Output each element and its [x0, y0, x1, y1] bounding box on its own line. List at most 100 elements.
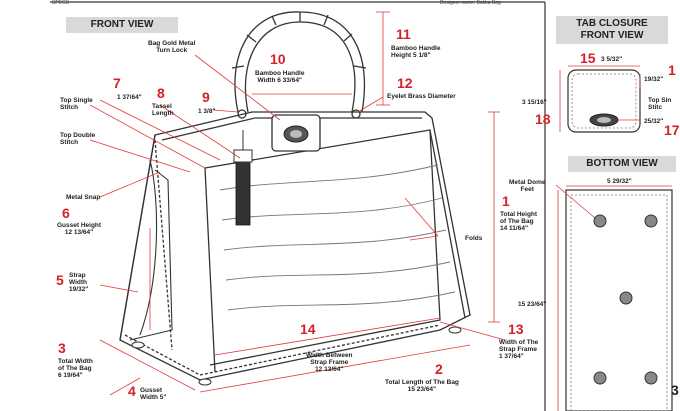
header-right-text: Designer name: Bakka Bag — [440, 0, 501, 6]
bag-gold-line2: Turn Lock — [156, 47, 188, 54]
callout-11-label: Bamboo Handle Height 5 1/8" — [391, 45, 440, 59]
callout-1-line3: 14 11/64" — [500, 225, 529, 232]
callout-14-label: Width Between Strap Frame 12 13/64" — [306, 352, 353, 373]
callout-3-number: 3 — [58, 340, 66, 356]
callout-18-value: 3 15/16" — [522, 99, 547, 106]
callout-5-line3: 19/32" — [69, 286, 89, 293]
callout-8-number: 8 — [157, 85, 165, 101]
bottom-width-value: 5 29/32" — [607, 178, 632, 185]
top-single-line1: Top Single — [60, 97, 93, 104]
callout-3-line1: Total Width — [58, 358, 93, 365]
callout-3-line3: 6 19/64" — [58, 372, 83, 379]
callout-18-number: 18 — [535, 111, 551, 127]
callout-10-line1: Bamboo Handle — [255, 70, 305, 77]
tassel — [233, 130, 253, 226]
metal-dome-line2: Feet — [520, 186, 534, 193]
bottom-view-drawing — [555, 184, 673, 411]
callout-11-line1: Bamboo Handle — [391, 45, 441, 52]
callout-6-line1: Gusset Height — [57, 222, 102, 229]
callout-4-line2: Width 5" — [140, 394, 167, 401]
callout-10-number: 10 — [270, 51, 286, 67]
callout-11-number: 11 — [396, 26, 411, 42]
folds-note: Folds — [465, 235, 483, 242]
callout-13-line3: 1 37/64" — [499, 353, 524, 360]
bag-gold-line1: Bag Gold Metal — [148, 40, 196, 47]
metal-dome-line1: Metal Dome — [509, 179, 546, 186]
callout-2-number: 2 — [435, 361, 443, 377]
front-view-header: FRONT VIEW — [66, 17, 178, 33]
callout-14-line3: 12 13/64" — [315, 366, 344, 373]
bottom-height-value: 15 23/64" — [518, 301, 547, 308]
callout-8-label: Tassel Length — [152, 103, 174, 117]
tab-side-line2: Stitc — [648, 104, 663, 111]
callout-12-number: 12 — [397, 75, 413, 91]
top-single-stitch-note: Top Single Stitch — [60, 97, 93, 111]
callout-15-number: 15 — [580, 50, 596, 66]
callout-10-line2: Width 6 33/64" — [257, 77, 303, 84]
callout-8-line1: Tassel — [152, 103, 172, 110]
front-feet — [131, 326, 462, 386]
tab-closure-header: TAB CLOSURE FRONT VIEW — [556, 16, 668, 44]
callout-13-line1: Width of The — [499, 339, 539, 346]
callout-14-line2: Strap Frame — [310, 359, 349, 366]
callout-5-label: Strap Width 19/32" — [69, 272, 88, 293]
callout-13-label: Width of The Strap Frame 1 37/64" — [499, 339, 538, 360]
callout-1-label: Total Height of The Bag 14 11/64" — [500, 211, 537, 232]
callout-8-line2: Length — [152, 110, 174, 117]
callout-6-label: Gusset Height 12 13/64" — [57, 222, 101, 236]
tab-side-stitch-note: Top Sin Stitc — [648, 97, 671, 111]
callout-16-number: 1 — [668, 62, 676, 78]
top-double-line2: Stitch — [60, 139, 79, 146]
page-number: 3 — [671, 382, 679, 398]
callout-5-line2: Width — [69, 279, 87, 286]
tab-closure-drawing — [559, 65, 641, 133]
callout-5-number: 5 — [56, 272, 64, 288]
callout-16-value: 19/32" — [644, 76, 664, 83]
tab-closure-header-line1: TAB CLOSURE — [576, 18, 648, 29]
callout-17-number: 17 — [664, 122, 680, 138]
callout-14-number: 14 — [300, 321, 316, 337]
callout-15-value: 3 5/32" — [601, 56, 623, 63]
callout-17-value: 25/32" — [644, 118, 664, 125]
callout-7-number: 7 — [113, 75, 121, 91]
dimension-lines — [89, 11, 506, 396]
tab-closure-header-line2: FRONT VIEW — [580, 30, 644, 41]
bag-folds — [219, 164, 456, 311]
bottom-view-header: BOTTOM VIEW — [568, 156, 676, 172]
callout-11-line2: Height 5 1/8" — [391, 52, 431, 59]
callout-2-line1: Total Length of The Bag — [385, 379, 459, 386]
callout-4-label: Gusset Width 5" — [140, 387, 167, 401]
callout-6-number: 6 — [62, 205, 70, 221]
callout-5-line1: Strap — [69, 272, 86, 279]
callout-2-line2: 15 23/64" — [407, 386, 437, 393]
gusset-side — [129, 159, 173, 341]
callout-1-line2: of The Bag — [500, 218, 534, 225]
callout-12-label: Eyelet Brass Diameter — [387, 93, 456, 100]
callout-6-line2: 12 13/64" — [64, 229, 94, 236]
callout-3-line2: of The Bag — [58, 365, 92, 372]
metal-snap-note: Metal Snap — [66, 194, 101, 201]
callout-4-number: 4 — [128, 383, 136, 399]
turn-lock-tab — [271, 114, 321, 152]
top-double-line1: Top Double — [60, 132, 96, 139]
bag-body — [119, 111, 471, 381]
callout-13-number: 13 — [508, 321, 524, 337]
callout-13-line2: Strap Frame — [499, 346, 537, 353]
top-double-stitch-note: Top Double Stitch — [60, 132, 95, 146]
callout-4-line1: Gusset — [140, 387, 163, 394]
callout-14-line1: Width Between — [306, 352, 353, 359]
callout-1-line1: Total Height — [500, 211, 538, 218]
metal-dome-feet-note: Metal Dome Feet — [509, 179, 545, 193]
callout-2-label: Total Length of The Bag 15 23/64" — [385, 379, 459, 393]
bag-gold-lock-note: Bag Gold Metal Turn Lock — [148, 40, 195, 54]
callout-9-value: 1 3/8" — [198, 108, 216, 115]
callout-3-label: Total Width of The Bag 6 19/64" — [58, 358, 93, 379]
header-left-text: SPECS — [52, 0, 69, 6]
top-single-line2: Stitch — [60, 104, 79, 111]
callout-1-number: 1 — [502, 193, 510, 209]
tab-side-line1: Top Sin — [648, 97, 672, 104]
callout-7-value: 1 37/64" — [117, 94, 142, 101]
dome-feet — [593, 214, 658, 385]
